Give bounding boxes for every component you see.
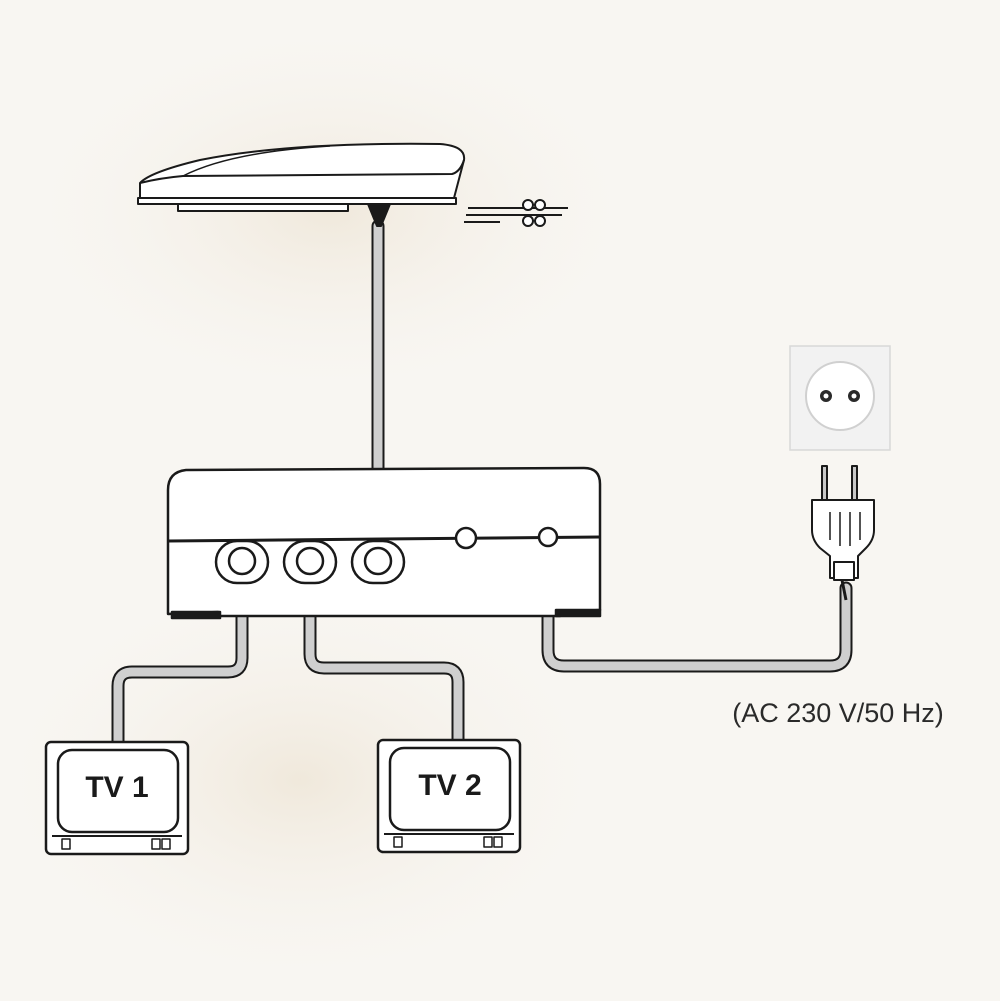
cables (111, 219, 853, 749)
box-foot-left (170, 610, 222, 620)
tv2-label: TV 2 (418, 769, 481, 802)
outdoor-tv-antenna-icon (137, 142, 568, 227)
amplifier-splitter-box (166, 466, 602, 620)
plug-grip-lines (829, 512, 861, 546)
power-port (537, 526, 559, 548)
antenna-bracket-icon (464, 199, 568, 227)
tv1-foot-left (61, 838, 71, 850)
tv1-icon: TV 1 (44, 740, 190, 856)
tv2-icon: TV 2 (376, 738, 522, 854)
plug-pin-left (821, 465, 828, 503)
output-port-2 (282, 539, 338, 585)
power-cable (543, 533, 851, 671)
tv1-foot-right-b (161, 838, 171, 850)
antenna-foot (177, 203, 349, 212)
output-port-1 (214, 539, 270, 585)
power-spec-label: (AC 230 V/50 Hz) (732, 698, 944, 728)
tv1-label: TV 1 (85, 771, 148, 804)
tv2-foot-right-b (493, 836, 503, 848)
plug-strain-relief (833, 561, 855, 581)
antenna-top-edge (139, 159, 465, 184)
socket-face (805, 361, 875, 431)
plug-pin-right (851, 465, 858, 503)
tv1-screen (56, 748, 180, 834)
plug-body (811, 499, 875, 579)
tv2-foot-left (393, 836, 403, 848)
wall-power-socket-icon (789, 345, 891, 451)
socket-hole-left-inner (823, 393, 829, 399)
tv1-cable (113, 555, 247, 747)
indicator-led (454, 526, 478, 550)
plug-cord-stub (840, 579, 848, 601)
input-port (350, 539, 406, 585)
tv2-foot-right-a (483, 836, 493, 848)
power-plug-icon (811, 465, 875, 601)
tv2-screen (388, 746, 512, 832)
tv2-cable (305, 555, 463, 745)
tv1-foot-right-a (151, 838, 161, 850)
antenna-connector (367, 203, 391, 227)
box-foot-right (554, 608, 602, 618)
antenna-ridge (182, 145, 331, 177)
socket-hole-right-inner (851, 393, 857, 399)
